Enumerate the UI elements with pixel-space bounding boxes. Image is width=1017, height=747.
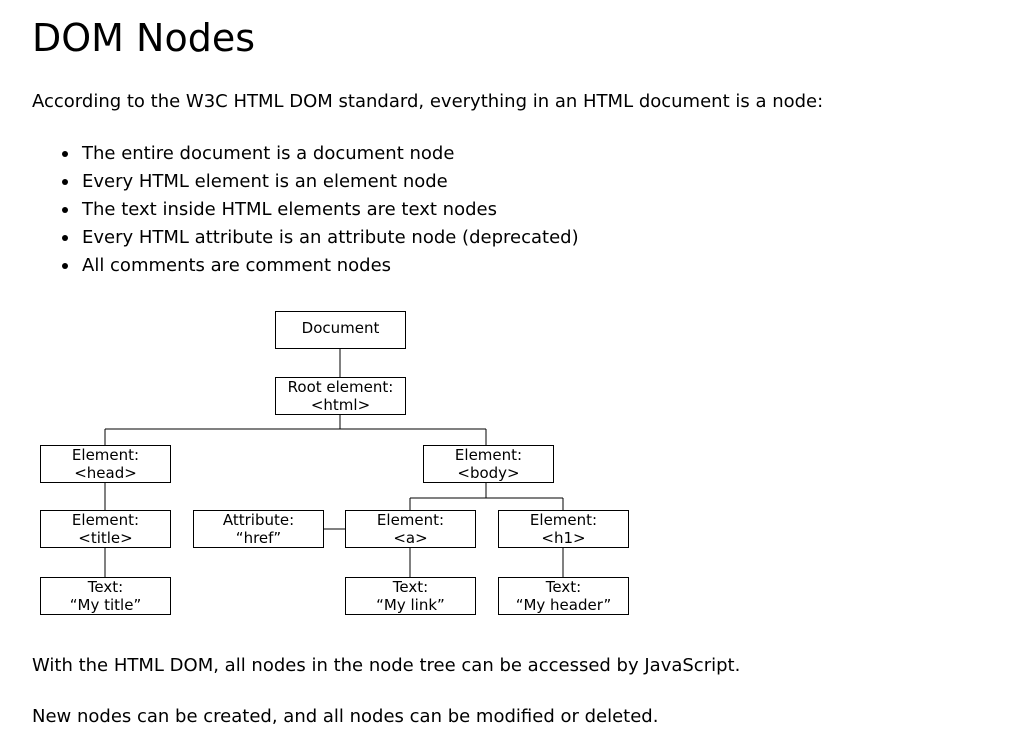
node-text-header: Text: “My header” (498, 577, 629, 615)
node-sublabel: <title> (78, 529, 132, 547)
node-document: Document (275, 311, 406, 349)
node-sublabel: <body> (457, 464, 519, 482)
node-box (275, 311, 406, 349)
node-root-element: Root element: <html> (275, 377, 406, 415)
node-box (40, 510, 171, 548)
intro-paragraph: According to the W3C HTML DOM standard, … (32, 91, 824, 112)
node-sublabel: “My link” (376, 596, 445, 614)
node-sublabel: <h1> (541, 529, 585, 547)
node-sublabel: “My title” (70, 596, 141, 614)
node-body: Element: <body> (423, 445, 554, 483)
page-title: DOM Nodes (32, 16, 256, 60)
node-sublabel: <a> (393, 529, 427, 547)
node-attribute: Attribute: “href” (193, 510, 324, 548)
node-label: Root element: (288, 378, 394, 396)
node-sublabel: <html> (311, 396, 370, 414)
node-text-link: Text: “My link” (345, 577, 476, 615)
list-item: Every HTML element is an element node (62, 168, 579, 196)
node-types-list: The entire document is a document node E… (62, 140, 579, 280)
node-label: Element: (72, 511, 139, 529)
node-label: Text: (545, 578, 581, 596)
node-box (498, 577, 629, 615)
node-sublabel: <head> (74, 464, 137, 482)
node-box (40, 445, 171, 483)
list-item: Every HTML attribute is an attribute nod… (62, 224, 579, 252)
node-label: Element: (377, 511, 444, 529)
node-box (498, 510, 629, 548)
node-sublabel: “My header” (516, 596, 612, 614)
node-text-title: Text: “My title” (40, 577, 171, 615)
node-h1: Element: <h1> (498, 510, 629, 548)
node-box (345, 577, 476, 615)
tree-edges (104, 349, 564, 577)
paragraph-modify: New nodes can be created, and all nodes … (32, 706, 659, 727)
node-box (345, 510, 476, 548)
node-box (193, 510, 324, 548)
node-label: Element: (72, 446, 139, 464)
node-box (423, 445, 554, 483)
node-a: Element: <a> (345, 510, 476, 548)
list-item: The entire document is a document node (62, 140, 579, 168)
node-label: Text: (87, 578, 123, 596)
node-label: Element: (530, 511, 597, 529)
node-label: Attribute: (223, 511, 294, 529)
node-box (40, 577, 171, 615)
node-label: Document (302, 319, 380, 337)
node-sublabel: “href” (236, 529, 281, 547)
node-box (275, 377, 406, 415)
paragraph-access: With the HTML DOM, all nodes in the node… (32, 655, 741, 676)
node-label: Element: (455, 446, 522, 464)
list-item: All comments are comment nodes (62, 252, 579, 280)
node-title: Element: <title> (40, 510, 171, 548)
node-label: Text: (392, 578, 428, 596)
node-head: Element: <head> (40, 445, 171, 483)
list-item: The text inside HTML elements are text n… (62, 196, 579, 224)
